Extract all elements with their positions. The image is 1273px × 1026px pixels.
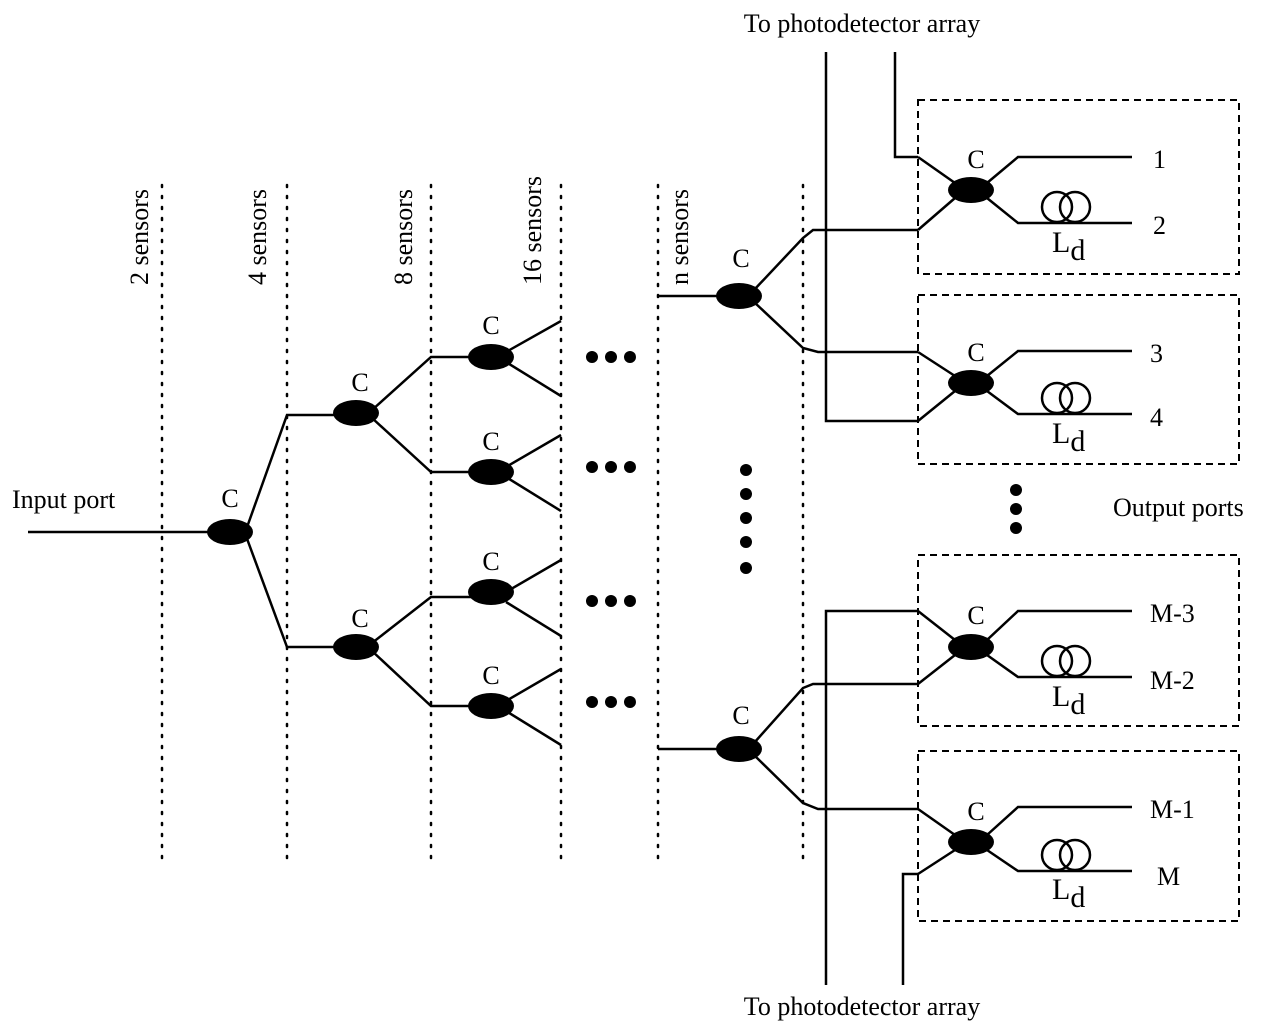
ellipsis-row-1 <box>586 351 636 363</box>
coupler-label-module-3: C <box>967 601 984 630</box>
splitter-tree <box>244 228 918 811</box>
stage-label-4: 4 sensors <box>243 189 272 285</box>
photodetector-fibers <box>824 52 918 985</box>
bottom-detector-fiber-a <box>824 609 918 985</box>
delay-label-2: Ld <box>1052 417 1085 458</box>
bottom-detector-label: To photodetector array <box>744 992 980 1021</box>
delay-label-3: Ld <box>1052 680 1085 721</box>
stage-label-n: n sensors <box>665 189 694 285</box>
fiber-l1-top <box>244 413 337 531</box>
ellipsis-row-4 <box>586 696 636 708</box>
delay-coil-4b <box>1058 838 1092 872</box>
fiber-l3-2a <box>505 433 562 469</box>
coupler-label-l3-2: C <box>482 427 499 456</box>
delay-coil-3b <box>1058 644 1092 678</box>
fiber-l3-1a <box>505 319 562 354</box>
coupler-label-l2a: C <box>351 368 368 397</box>
coupler-label-module-2: C <box>967 338 984 367</box>
port-label-m2: M-2 <box>1150 666 1195 695</box>
coupler-label-l3-4: C <box>482 661 499 690</box>
fiber-l3-4a <box>505 667 562 703</box>
coupler-module-4 <box>948 829 994 855</box>
coupler-label-l3-3: C <box>482 547 499 576</box>
fiber-l3-3a <box>505 558 562 594</box>
ellipsis-row-3 <box>586 595 636 607</box>
delay-coil-4a <box>1040 838 1074 872</box>
fiber-l2b-top <box>371 595 475 644</box>
output-module-1: C Ld <box>917 99 1240 275</box>
ellipsis-dots <box>586 351 1022 708</box>
top-detector-fiber-a <box>824 52 918 423</box>
stage-label-2: 2 sensors <box>125 189 154 285</box>
fiber-n-bottom-down <box>753 754 918 811</box>
ellipsis-vertical-center <box>740 464 752 574</box>
module-4-box <box>917 750 1240 922</box>
coupler-module-3 <box>948 634 994 660</box>
coupler-label-n-top: C <box>732 244 749 273</box>
fiber-l3-2b <box>505 475 562 513</box>
fiber-l3-3b <box>505 600 562 638</box>
output-module-4: C Ld <box>917 750 1240 922</box>
fiber-n-top-up <box>753 228 918 291</box>
coupler-l3-4 <box>468 693 514 719</box>
delay-coil-2b <box>1058 381 1092 415</box>
port-label-2: 2 <box>1153 211 1166 240</box>
tree-coupler-labels: C C C C C C C C C <box>221 244 749 730</box>
delay-coil-1a <box>1040 190 1074 224</box>
ellipsis-row-2 <box>586 461 636 473</box>
coupler-label-l2b: C <box>351 604 368 633</box>
port-label-1: 1 <box>1153 145 1166 174</box>
module-1-box <box>917 99 1240 275</box>
coupler-l1 <box>207 519 253 545</box>
fiber-l3-1b <box>505 360 562 398</box>
module-2-box <box>917 294 1240 465</box>
coupler-module-1 <box>948 177 994 203</box>
delay-label-4: Ld <box>1052 873 1085 914</box>
coupler-l3-2 <box>468 459 514 485</box>
top-detector-fiber-b <box>893 52 918 159</box>
coupler-l3-1 <box>468 344 514 370</box>
fiber-n-top-down <box>753 301 918 354</box>
delay-coil-1b <box>1058 190 1092 224</box>
stage-label-8: 8 sensors <box>389 189 418 285</box>
delay-coil-2a <box>1040 381 1074 415</box>
tree-couplers <box>207 283 762 762</box>
port-label-3: 3 <box>1150 339 1163 368</box>
input-port-label: Input port <box>12 485 116 514</box>
coupler-label-l1: C <box>221 484 238 513</box>
fiber-l2a-top <box>371 355 475 411</box>
coupler-l2b <box>333 634 379 660</box>
top-detector-label: To photodetector array <box>744 9 980 38</box>
coupler-n-bottom <box>716 736 762 762</box>
coupler-label-n-bottom: C <box>732 701 749 730</box>
coupler-label-module-1: C <box>967 145 984 174</box>
coupler-l2a <box>333 400 379 426</box>
stage-dividers <box>160 183 805 862</box>
fiber-n-bottom-up <box>753 682 918 744</box>
delay-label-1: Ld <box>1052 226 1085 267</box>
coupler-l3-3 <box>468 579 514 605</box>
coupler-module-2 <box>948 370 994 396</box>
coupler-n-top <box>716 283 762 309</box>
ellipsis-vertical-outputs <box>1010 484 1022 534</box>
fiber-l2a-bottom <box>371 417 475 474</box>
port-label-m: M <box>1157 862 1180 891</box>
port-label-4: 4 <box>1150 403 1163 432</box>
delay-coil-3a <box>1040 644 1074 678</box>
port-label-m3: M-3 <box>1150 599 1195 628</box>
fiber-l3-4b <box>505 709 562 747</box>
bottom-detector-fiber-b <box>901 872 918 985</box>
stage-label-16: 16 sensors <box>518 176 547 285</box>
output-ports-label: Output ports <box>1113 493 1244 522</box>
coupler-label-module-4: C <box>967 797 984 826</box>
coupler-label-l3-1: C <box>482 311 499 340</box>
fiber-l2b-bottom <box>371 650 475 708</box>
output-module-3: C Ld <box>917 554 1240 727</box>
module-3-box <box>917 554 1240 727</box>
output-module-2: C Ld <box>917 294 1240 465</box>
fiber-l1-bottom <box>244 535 337 649</box>
port-label-m1: M-1 <box>1150 795 1195 824</box>
